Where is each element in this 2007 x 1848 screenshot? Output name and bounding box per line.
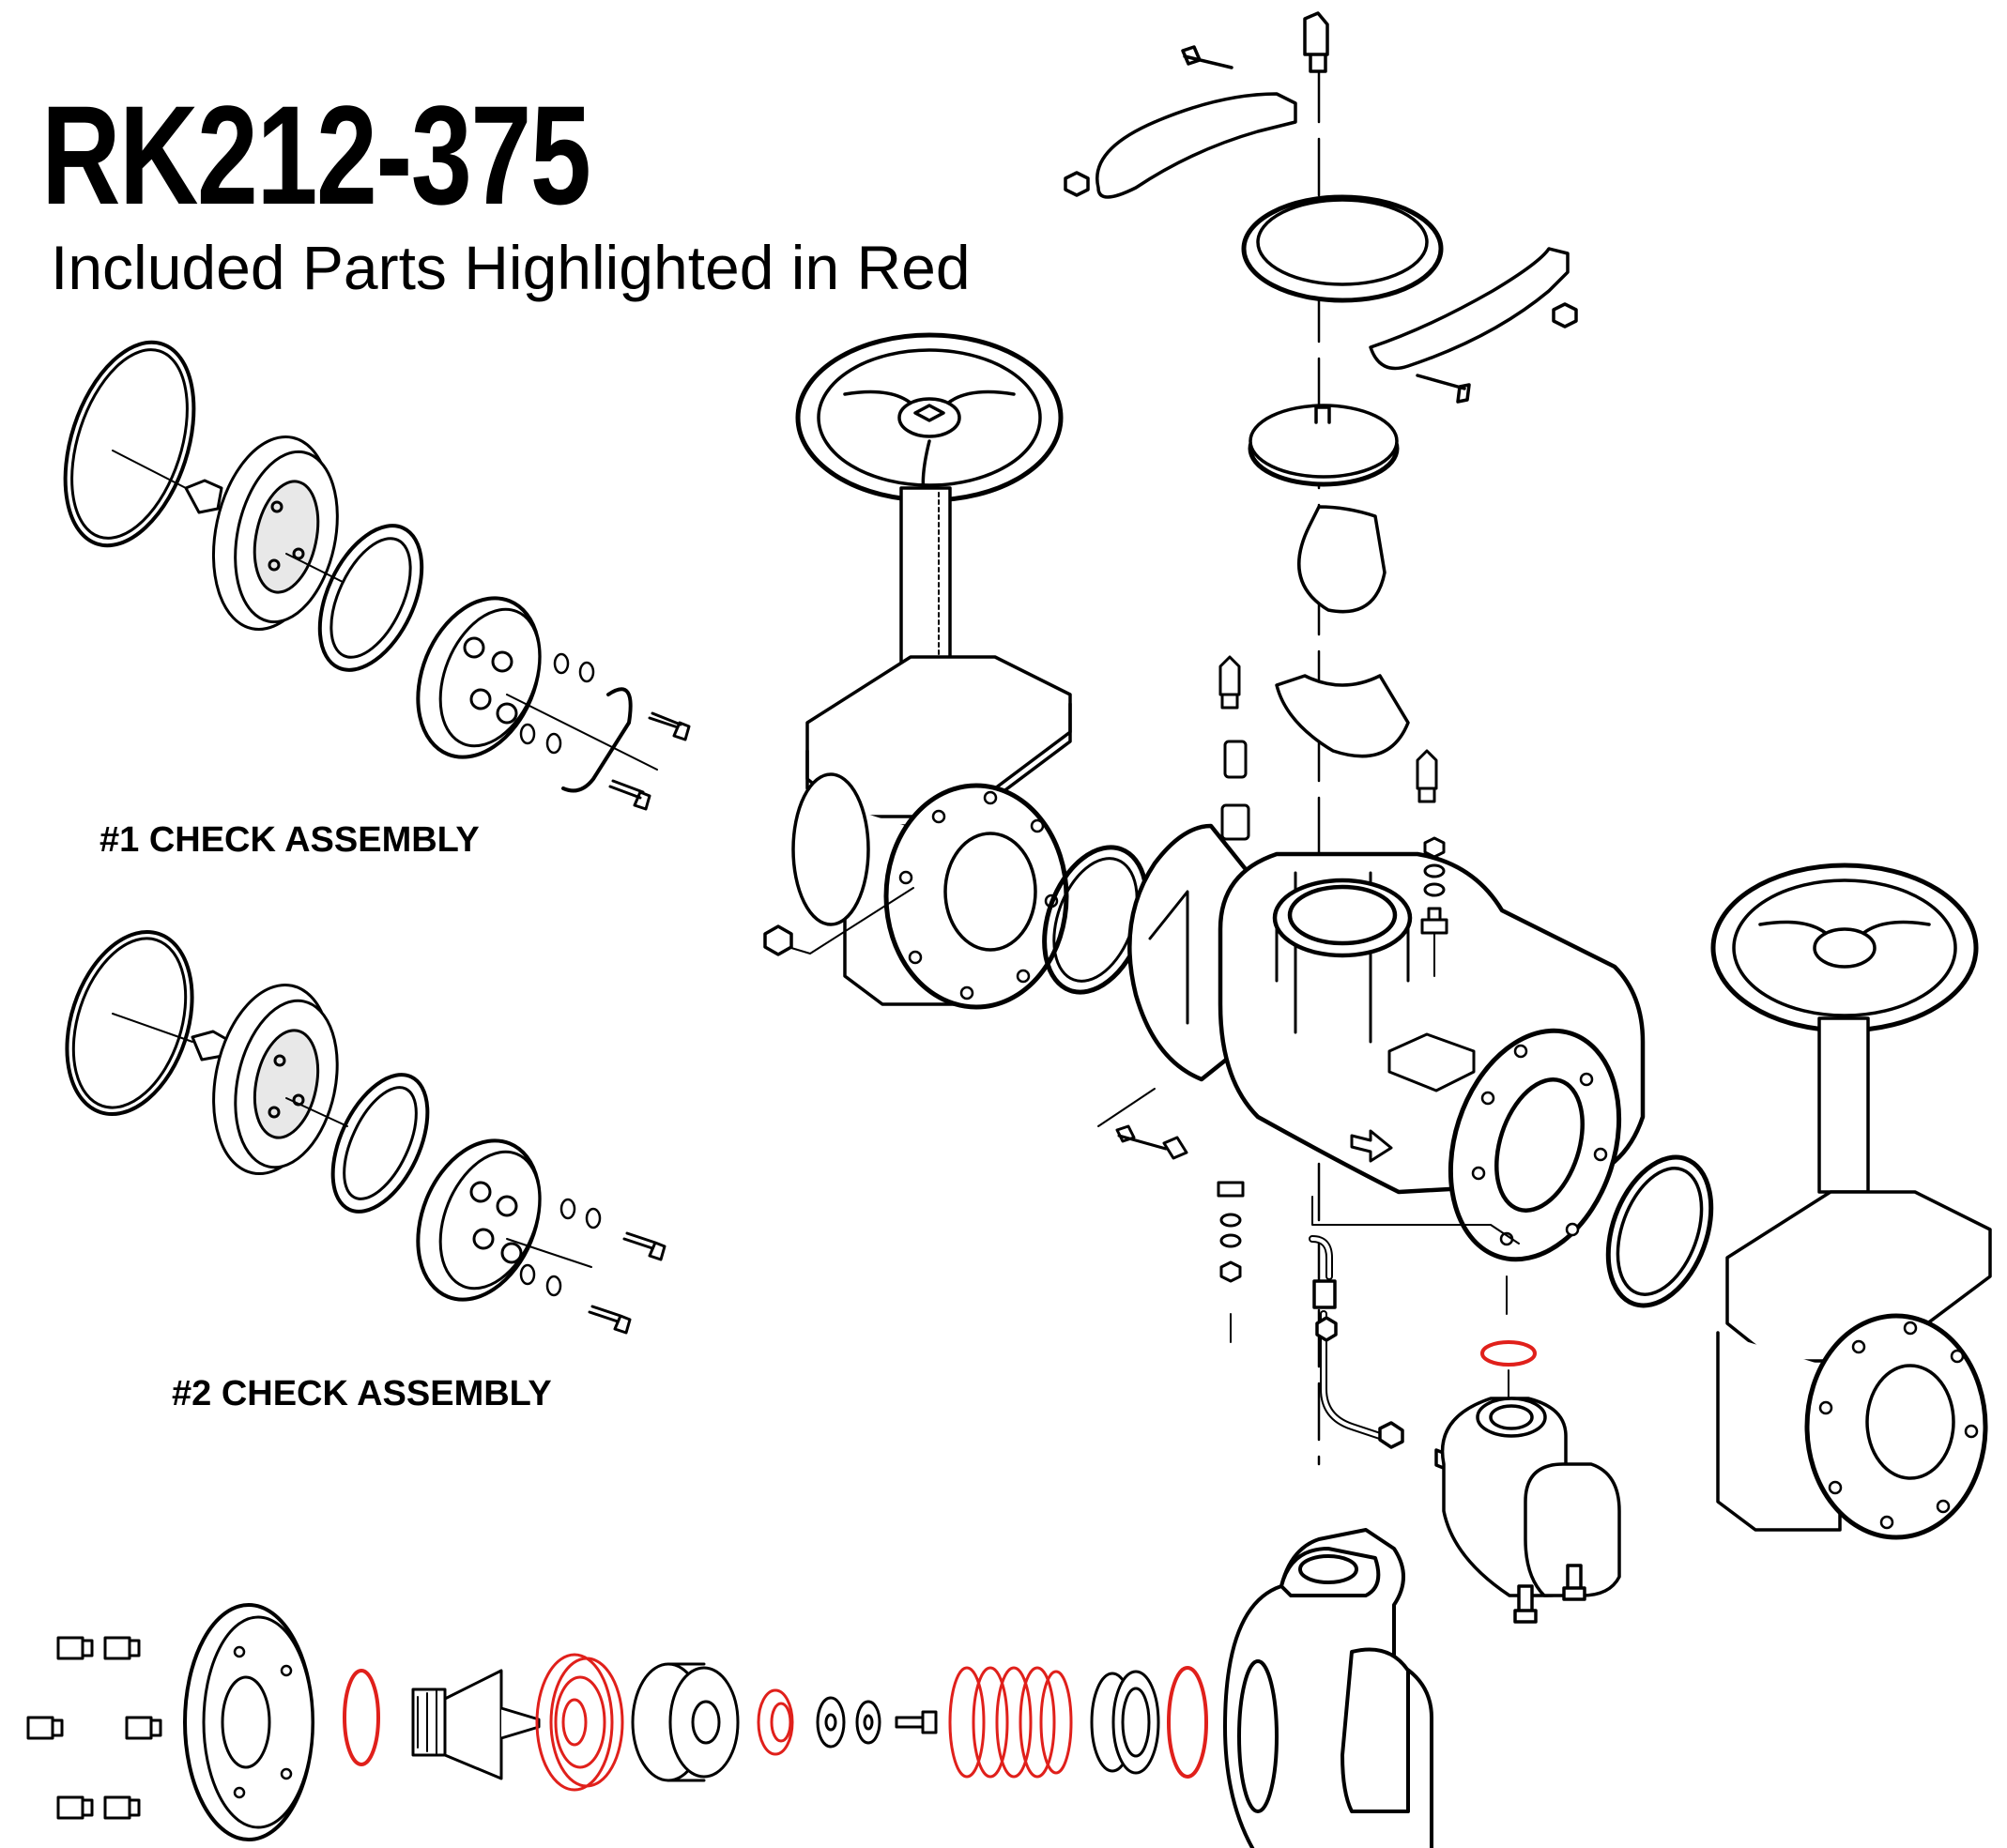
upper-clamp-half (1095, 92, 1297, 199)
check2-seat-ring (330, 1073, 430, 1214)
relief-body-o-ring (1167, 1666, 1208, 1779)
right-gate-valve (1605, 863, 1992, 1540)
sensing-fitting-c (1378, 1421, 1404, 1449)
relief-disc-seal (757, 1688, 794, 1756)
right-valve-stem (1817, 1016, 1870, 1194)
check2-small-washers (519, 1198, 602, 1297)
relief-valve-cap (1524, 1462, 1621, 1597)
check2-large-o-ring (65, 929, 194, 1117)
main-valve-body (1097, 823, 1646, 1262)
left-gate-valve (763, 332, 1072, 1010)
check-assembly-2 (65, 929, 666, 1335)
top-nut-left (1064, 171, 1090, 197)
test-cock-left (1218, 655, 1241, 710)
top-cover-assembly (1064, 11, 1578, 1466)
check1-seat-ring (317, 524, 424, 672)
relief-bolt-b (1562, 1564, 1586, 1601)
check1-spring-clip (561, 687, 633, 793)
retainer-clip-upper (1297, 505, 1387, 614)
retainer-clip-lower (1275, 674, 1410, 758)
lower-fitting-stack (1217, 1181, 1245, 1283)
relief-o-ring (1480, 1340, 1537, 1367)
check1-large-o-ring (63, 340, 196, 548)
check1-poppet-stem (184, 479, 223, 514)
check1-bolt-b (608, 779, 651, 811)
relief-spring (948, 1666, 1073, 1779)
right-fitting-stack (1420, 836, 1448, 935)
relief-valve-group (1309, 1196, 1621, 1624)
relief-bolt-a (1513, 1584, 1538, 1624)
lower-clamp-half (1369, 247, 1570, 371)
clamp-bolt (1416, 374, 1471, 404)
cover-bolts (26, 1636, 162, 1820)
page-subtitle: Included Parts Highlighted in Red (51, 233, 971, 302)
check-assembly-1 (63, 340, 691, 811)
top-bolt (1181, 45, 1233, 69)
relief-spring-guide (1090, 1670, 1160, 1775)
left-valve-stem (899, 486, 952, 678)
nipple-left (1223, 740, 1248, 779)
check-assembly-1-label: #1 CHECK ASSEMBLY (100, 820, 480, 860)
relief-stem-bolt (895, 1710, 938, 1734)
bushing-left (1220, 803, 1250, 841)
relief-piston (631, 1662, 740, 1782)
left-valve-nut (763, 924, 793, 956)
bottom-exploded-row (26, 1528, 1433, 1848)
right-gasket (1605, 1154, 1714, 1308)
check2-bolt-b (588, 1305, 632, 1335)
check1-bolt-a (648, 711, 691, 741)
relief-washer-b (855, 1700, 881, 1745)
check2-bolt-a (622, 1231, 666, 1261)
page-title: RK212-375 (41, 76, 591, 234)
cover-flange-ring (1241, 194, 1444, 303)
body-fittings (1217, 655, 1448, 1343)
check-assembly-2-label: #2 CHECK ASSEMBLY (172, 1374, 552, 1413)
flow-arrow (1350, 1129, 1393, 1163)
sensing-fitting-a (1312, 1279, 1337, 1309)
right-bonnet (1725, 1190, 1992, 1363)
top-nut-right (1552, 302, 1578, 328)
test-cock-right (1416, 749, 1438, 803)
diaphragm-o-ring (343, 1669, 380, 1766)
check1-small-washers (519, 652, 595, 755)
relief-seat (411, 1669, 541, 1780)
sensing-fitting-b (1315, 1316, 1338, 1342)
relief-washer-a (816, 1696, 846, 1749)
top-test-cock (1303, 11, 1329, 73)
body-bolt (1115, 1124, 1188, 1160)
relief-diaphragm (535, 1653, 624, 1792)
body-top-pad (1387, 1032, 1476, 1092)
relief-body-housing (1223, 1528, 1433, 1848)
